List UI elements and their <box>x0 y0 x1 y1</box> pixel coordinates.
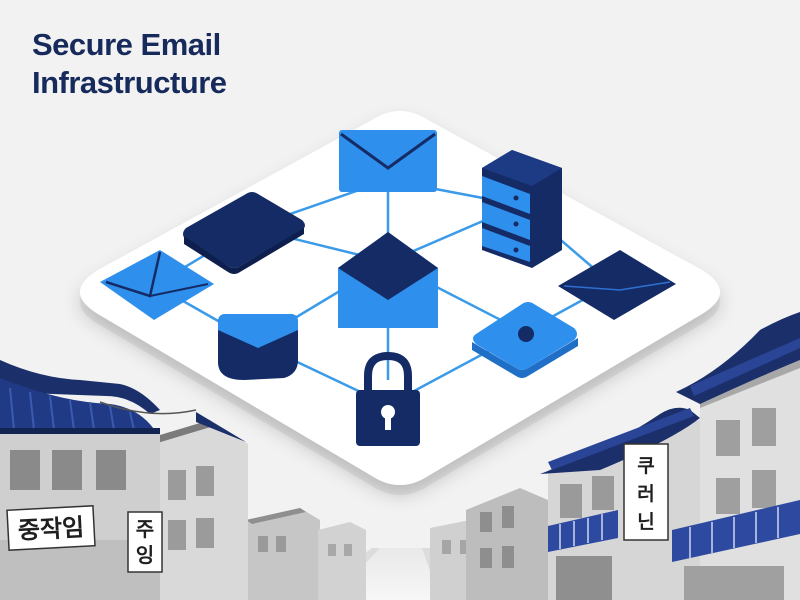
left-shop-sign: 중작임 <box>6 504 96 552</box>
network-node-icon-left <box>218 314 298 380</box>
right-vertical-sign-char-3: 닌 <box>637 511 654 533</box>
hanok-roof-icon-right <box>676 312 800 404</box>
title-line-2: Infrastructure <box>32 65 227 100</box>
page-title: Secure Email Infrastructure <box>32 26 227 102</box>
right-vertical-sign: 쿠 러 닌 <box>623 443 669 541</box>
left-vertical-sign-char-2: 잉 <box>136 543 154 567</box>
right-vertical-sign-char-1: 쿠 <box>637 455 654 477</box>
envelope-icon-top <box>339 130 437 192</box>
left-shop-sign-text: 중작임 <box>17 513 85 544</box>
title-line-1: Secure Email <box>32 27 221 62</box>
server-icon <box>482 150 562 268</box>
network-node-icon-right <box>472 302 578 378</box>
hanok-roof-icon <box>0 360 160 434</box>
lock-icon <box>356 351 420 446</box>
left-vertical-sign: 주 잉 <box>127 511 163 573</box>
right-buildings <box>540 312 800 600</box>
distant-buildings-left <box>246 508 366 600</box>
left-vertical-sign-char-1: 주 <box>136 517 154 541</box>
envelope-icon-center <box>338 232 438 328</box>
left-buildings <box>0 360 248 600</box>
street-scene: 중작임 주 잉 <box>0 312 800 600</box>
right-vertical-sign-char-2: 러 <box>637 483 654 505</box>
envelope-icon-navy-left <box>183 192 305 274</box>
envelope-icon-bright-left <box>100 250 214 320</box>
distant-buildings-right <box>430 488 548 600</box>
envelope-icon-navy-right <box>558 250 676 320</box>
